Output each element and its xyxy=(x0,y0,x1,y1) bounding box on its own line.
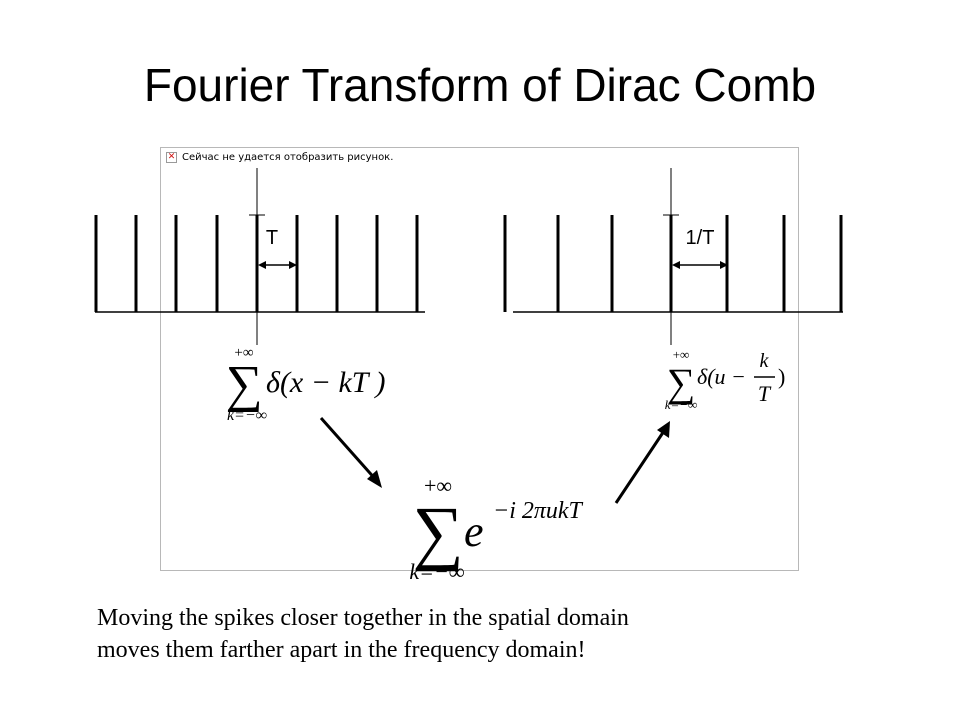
exponential-base: e xyxy=(464,507,484,556)
spatial-period-label: T xyxy=(266,227,278,249)
frequency-period-label: 1/T xyxy=(686,227,715,249)
formula-body: δ(x − kT ) xyxy=(266,366,385,399)
sum-lower-limit: k=−∞ xyxy=(409,559,464,584)
sum-upper-limit: +∞ xyxy=(673,347,690,362)
spatial-period-arrow xyxy=(258,261,297,269)
spatial-comb xyxy=(94,168,425,345)
slide-title: Fourier Transform of Dirac Comb xyxy=(143,59,817,111)
summation-symbol: ∑ xyxy=(667,360,696,405)
image-placeholder-frame xyxy=(160,147,799,571)
fourier-series-formula: +∞ ∑ k=−∞ e −i 2πukT xyxy=(409,473,583,584)
sum-lower-limit: k=−∞ xyxy=(665,397,698,412)
sum-lower-limit: k=−∞ xyxy=(227,407,267,424)
formula-prefix: δ(u − xyxy=(697,364,746,389)
broken-image-icon: ✕ xyxy=(166,152,177,163)
spatial-comb-formula: +∞ ∑ k=−∞ δ(x − kT ) xyxy=(225,345,385,424)
fraction-denominator: T xyxy=(758,381,772,406)
transform-arrow-up xyxy=(614,421,670,504)
broken-image-notice: ✕ Сейчас не удается отобразить рисунок. xyxy=(166,152,393,163)
frequency-comb xyxy=(503,168,843,345)
broken-image-text: Сейчас не удается отобразить рисунок. xyxy=(182,152,394,163)
caption-line: moves them farther apart in the frequenc… xyxy=(97,637,586,663)
caption: Moving the spikes closer together in the… xyxy=(97,602,897,666)
formula-suffix: ) xyxy=(778,364,785,389)
summation-symbol: ∑ xyxy=(412,492,463,572)
fraction-numerator: k xyxy=(760,350,770,372)
frequency-comb-formula: +∞ ∑ k=−∞ δ(u − k T ) xyxy=(665,347,786,412)
transform-arrow-down xyxy=(319,417,382,488)
sum-upper-limit: +∞ xyxy=(234,345,253,361)
summation-symbol: ∑ xyxy=(225,356,262,413)
sum-upper-limit: +∞ xyxy=(424,473,452,498)
caption-line: Moving the spikes closer together in the… xyxy=(97,605,629,631)
frequency-period-arrow xyxy=(672,261,728,269)
exponent: −i 2πukT xyxy=(493,498,584,524)
